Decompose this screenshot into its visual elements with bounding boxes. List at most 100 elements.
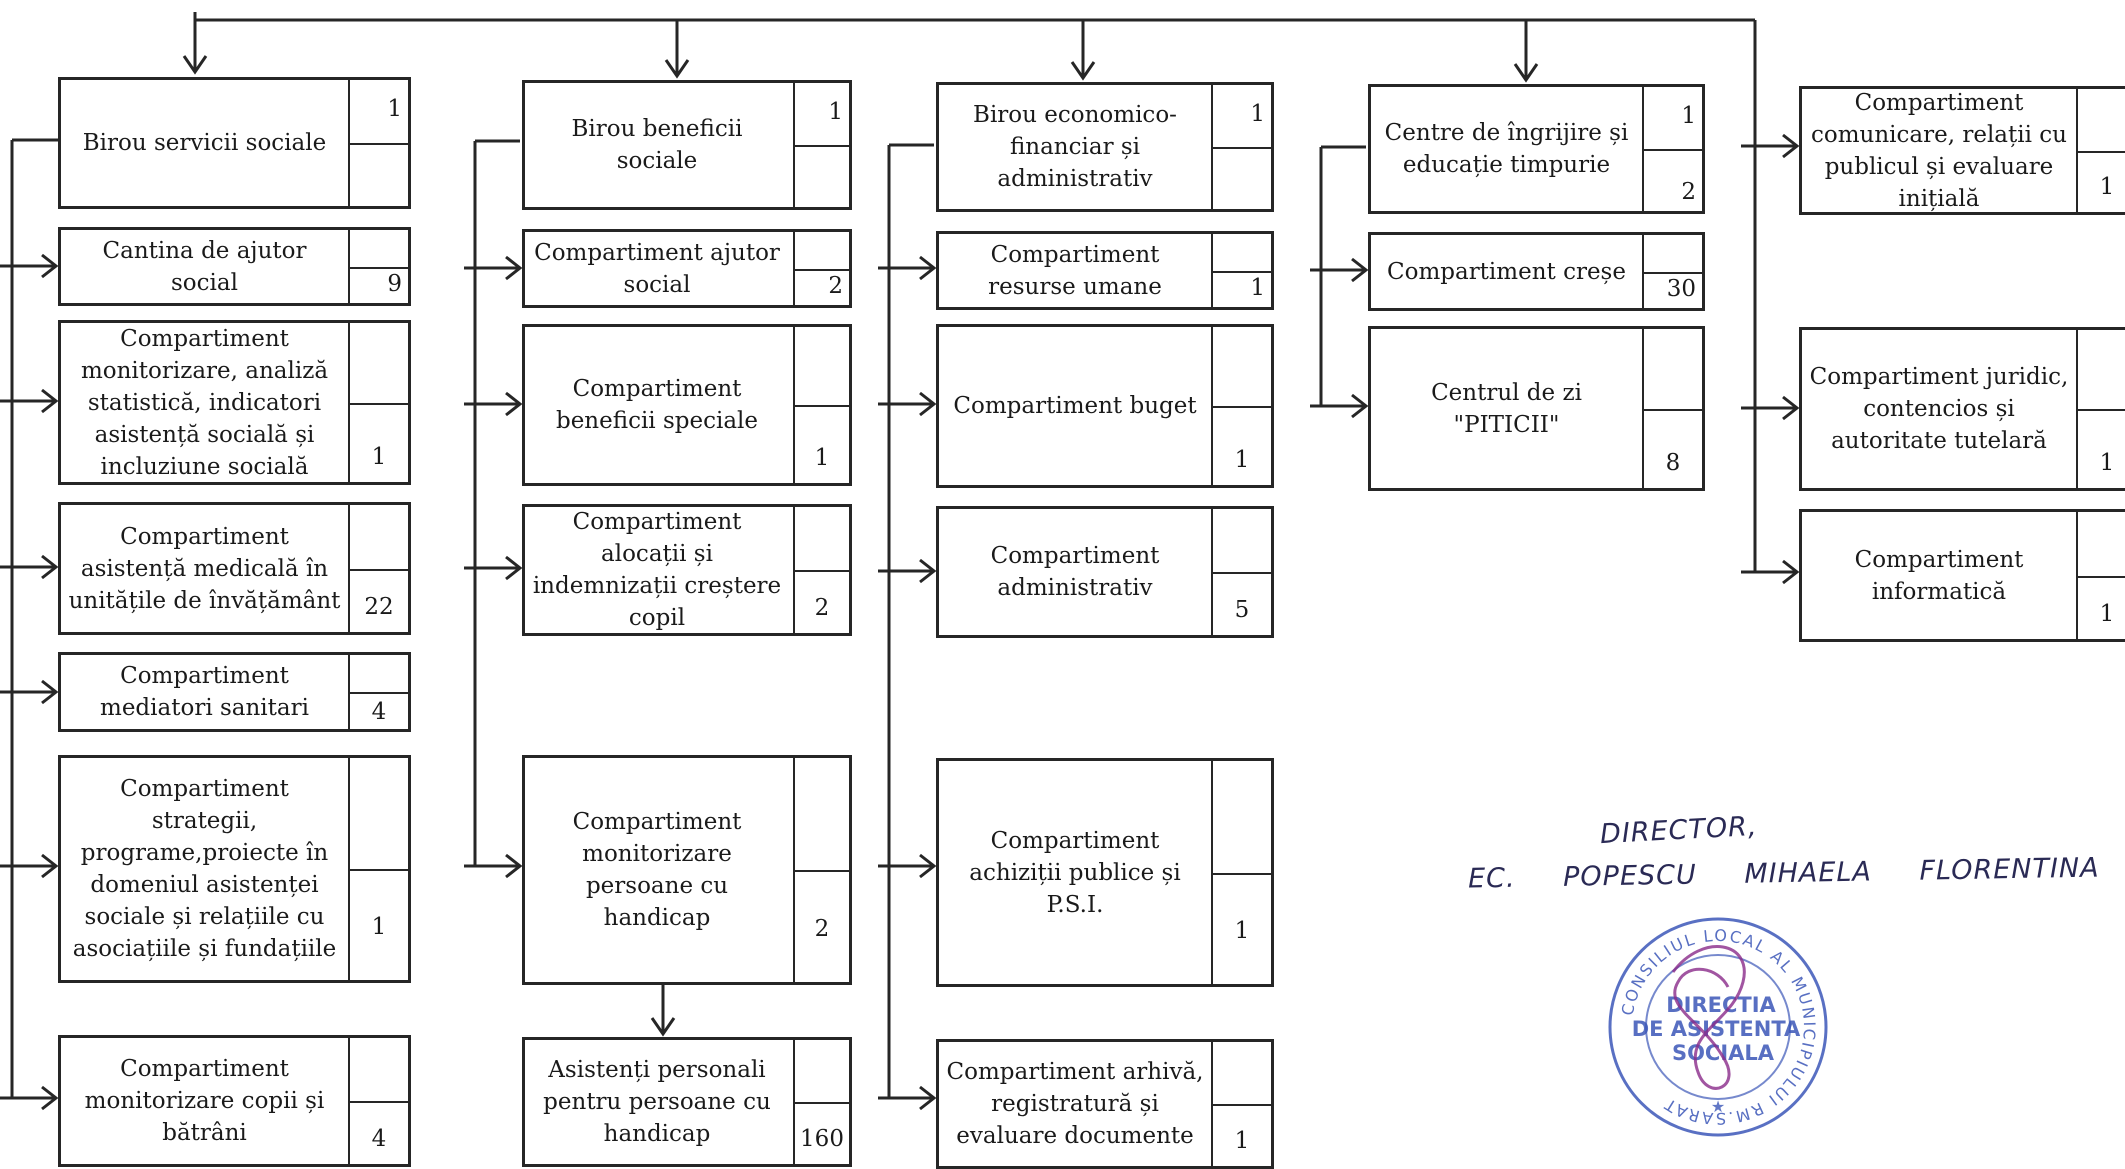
count-column: 4 xyxy=(348,655,408,729)
count-column: 2 xyxy=(793,758,849,982)
arrow-head-icon xyxy=(41,253,59,279)
arrow-head-icon xyxy=(1513,63,1539,83)
count-column: 1 xyxy=(1211,234,1271,307)
box-compartiment-informatica: Compartiment informatică 1 xyxy=(1799,509,2125,642)
box-label: Compartiment achiziții publice și P.S.I. xyxy=(969,827,1181,918)
count-bottom: 2 xyxy=(814,595,830,621)
count-bottom: 1 xyxy=(371,914,387,940)
box-compartiment-strategii-programe: Compartiment strategii, programe,proiect… xyxy=(58,755,411,983)
count-column: 22 xyxy=(348,505,408,632)
box-asistenti-personali: Asistenți personali pentru persoane cu h… xyxy=(522,1037,852,1167)
box-label: Compartiment monitorizare, analiză stati… xyxy=(80,325,329,480)
arrow-head-icon xyxy=(41,554,59,580)
box-label: Compartiment administrativ xyxy=(990,543,1160,601)
box-label: Birou beneficii sociale xyxy=(571,116,743,174)
box-label: Centre de îngrijire și educație timpurie xyxy=(1384,120,1629,178)
arrow-head-icon xyxy=(505,555,523,581)
box-label: Compartiment juridic, contencios și auto… xyxy=(1809,364,2069,454)
box-label: Compartiment alocații și indemnizații cr… xyxy=(532,509,782,631)
box-birou-servicii-sociale: Birou servicii sociale 1 xyxy=(58,77,411,209)
box-label: Compartiment creșe xyxy=(1387,258,1626,285)
arrow-head-icon xyxy=(1070,61,1096,81)
arrow-head-icon xyxy=(1782,395,1800,421)
arrow-head-icon xyxy=(919,1085,937,1111)
box-label: Compartiment buget xyxy=(953,393,1197,419)
arrow-head-icon xyxy=(1782,559,1800,585)
box-label: Compartiment arhivă, registratură și eva… xyxy=(946,1059,1204,1149)
box-label: Centrul de zi "PITICII" xyxy=(1431,379,1582,438)
box-label: Compartiment mediatori sanitari xyxy=(100,663,309,721)
box-label: Compartiment resurse umane xyxy=(988,241,1162,300)
box-compartiment-buget: Compartiment buget 1 xyxy=(936,324,1274,488)
arrow-head-icon xyxy=(650,1017,676,1037)
arrow-head-icon xyxy=(182,55,208,75)
count-top: 1 xyxy=(387,96,402,122)
count-top: 1 xyxy=(1681,103,1696,129)
box-label: Birou servicii sociale xyxy=(82,130,327,156)
box-compartiment-asistenta-medicala: Compartiment asistență medicală în unită… xyxy=(58,502,411,635)
box-compartiment-beneficii-speciale: Compartiment beneficii speciale 1 xyxy=(522,324,852,486)
count-bottom: 1 xyxy=(1234,1128,1250,1154)
count-bottom: 1 xyxy=(2099,450,2115,476)
count-column: 1 xyxy=(348,758,408,980)
box-label: Asistenți personali pentru persoane cu h… xyxy=(543,1057,771,1147)
count-column: 30 xyxy=(1642,235,1702,308)
count-bottom: 30 xyxy=(1666,276,1696,302)
box-cantina-ajutor-social: Cantina de ajutor social 9 xyxy=(58,227,411,306)
box-label: Compartiment monitorizare persoane cu ha… xyxy=(572,809,742,931)
arrow-head-icon xyxy=(919,391,937,417)
count-column: 1 xyxy=(1211,85,1271,209)
arrow-head-icon xyxy=(1351,393,1369,419)
count-bottom: 9 xyxy=(387,271,402,297)
official-stamp: CONSILIUL LOCAL AL MUNICIPIULUI RM.SARAT… xyxy=(1608,917,1828,1137)
box-compartiment-crese: Compartiment creșe 30 xyxy=(1368,232,1705,311)
count-column: 9 xyxy=(348,230,408,303)
box-label: Cantina de ajutor social xyxy=(102,237,307,296)
box-centre-ingrijire-educatie: Centre de îngrijire și educație timpurie… xyxy=(1368,84,1705,214)
box-compartiment-monitorizare-handicap: Compartiment monitorizare persoane cu ha… xyxy=(522,755,852,985)
arrow-head-icon xyxy=(41,388,59,414)
box-compartiment-resurse-umane: Compartiment resurse umane 1 xyxy=(936,231,1274,310)
arrow-head-icon xyxy=(919,558,937,584)
arrow-head-icon xyxy=(919,255,937,281)
box-label: Compartiment monitorizare copii și bătrâ… xyxy=(84,1056,325,1146)
count-top: 1 xyxy=(828,99,843,125)
count-column: 1 xyxy=(348,80,408,206)
count-column: 2 xyxy=(793,507,849,633)
stamp-line3: SOCIALA xyxy=(1672,1041,1775,1065)
stamp-line1: DIRECTIA xyxy=(1666,993,1776,1017)
count-bottom: 1 xyxy=(1250,275,1265,301)
count-column: 8 xyxy=(1642,329,1702,488)
box-label: Compartiment asistență medicală în unită… xyxy=(68,523,341,614)
box-birou-beneficii-sociale: Birou beneficii sociale 1 xyxy=(522,80,852,210)
count-column: 1 xyxy=(2076,330,2125,488)
count-bottom: 1 xyxy=(2099,601,2115,627)
box-compartiment-comunicare-relatii: Compartiment comunicare, relații cu publ… xyxy=(1799,86,2125,215)
count-top: 1 xyxy=(1250,101,1265,127)
box-label: Compartiment comunicare, relații cu publ… xyxy=(1811,89,2067,212)
count-column: 5 xyxy=(1211,509,1271,635)
signature-scribble-icon xyxy=(1671,945,1746,1090)
count-column: 1 xyxy=(1211,327,1271,485)
box-compartiment-alocatii-indemnizatii: Compartiment alocații și indemnizații cr… xyxy=(522,504,852,636)
count-bottom: 2 xyxy=(828,273,843,299)
stamp-star-icon: ★ xyxy=(1711,1099,1725,1116)
count-column: 1 2 xyxy=(1642,87,1702,211)
count-bottom: 22 xyxy=(364,594,394,620)
arrow-head-icon xyxy=(41,679,59,705)
count-column: 1 xyxy=(2076,89,2125,212)
count-bottom: 1 xyxy=(2099,174,2115,200)
box-label: Compartiment beneficii speciale xyxy=(555,376,759,434)
count-column: 1 xyxy=(348,323,408,482)
count-column: 1 xyxy=(1211,1042,1271,1166)
arrow-head-icon xyxy=(505,853,523,879)
count-column: 4 xyxy=(348,1038,408,1164)
box-compartiment-mediatori-sanitari: Compartiment mediatori sanitari 4 xyxy=(58,652,411,732)
box-compartiment-monitorizare-copii: Compartiment monitorizare copii și bătrâ… xyxy=(58,1035,411,1167)
count-bottom: 8 xyxy=(1665,450,1681,476)
count-bottom: 4 xyxy=(371,699,387,725)
count-bottom: 1 xyxy=(1234,447,1250,473)
count-column: 1 xyxy=(1211,761,1271,984)
